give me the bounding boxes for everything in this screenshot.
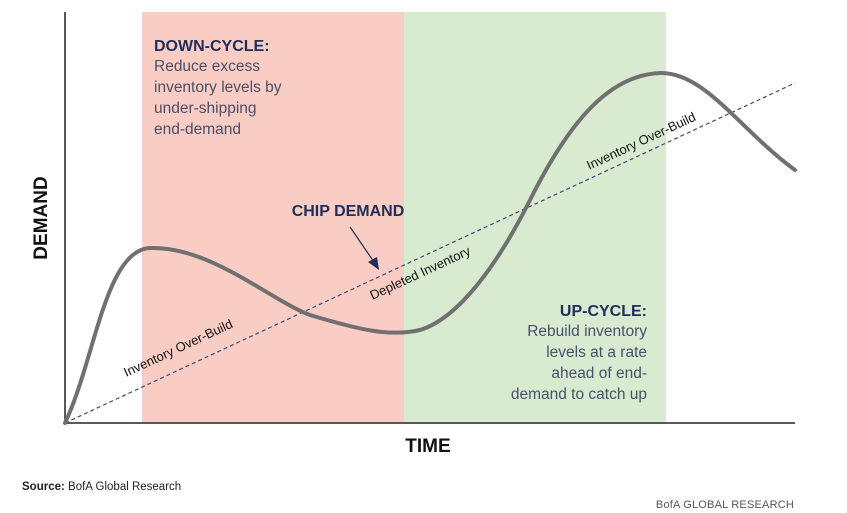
source-label: Source: bbox=[22, 481, 65, 493]
up-cycle-line: levels at a rate bbox=[546, 344, 647, 361]
down-cycle-line: end-demand bbox=[154, 121, 241, 138]
up-cycle-line: demand to catch up bbox=[511, 386, 647, 403]
brand-footer: BofA GLOBAL RESEARCH bbox=[655, 499, 794, 511]
end-demand-trend-line bbox=[64, 82, 796, 424]
source-note: Source: BofA Global Research bbox=[22, 481, 181, 493]
down-cycle-line: under-shipping bbox=[154, 100, 257, 117]
up-cycle-region bbox=[404, 12, 666, 422]
callout-arrow-line bbox=[349, 226, 375, 263]
up-cycle-line: ahead of end- bbox=[551, 365, 647, 382]
up-cycle-line: Rebuild inventory bbox=[527, 323, 647, 340]
x-axis-label: TIME bbox=[405, 436, 450, 457]
down-cycle-line: inventory levels by bbox=[154, 79, 282, 96]
source-text: BofA Global Research bbox=[68, 481, 182, 493]
down-cycle-title: DOWN-CYCLE: bbox=[154, 38, 270, 55]
y-axis-label: DEMAND bbox=[31, 176, 52, 259]
callout-arrow-head bbox=[368, 257, 379, 270]
chip-demand-callout: CHIP DEMAND bbox=[292, 203, 405, 220]
down-cycle-line: Reduce excess bbox=[154, 58, 260, 75]
up-cycle-title: UP-CYCLE: bbox=[560, 303, 647, 320]
chip-demand-curve bbox=[63, 70, 797, 425]
down-cycle-region bbox=[142, 12, 404, 422]
